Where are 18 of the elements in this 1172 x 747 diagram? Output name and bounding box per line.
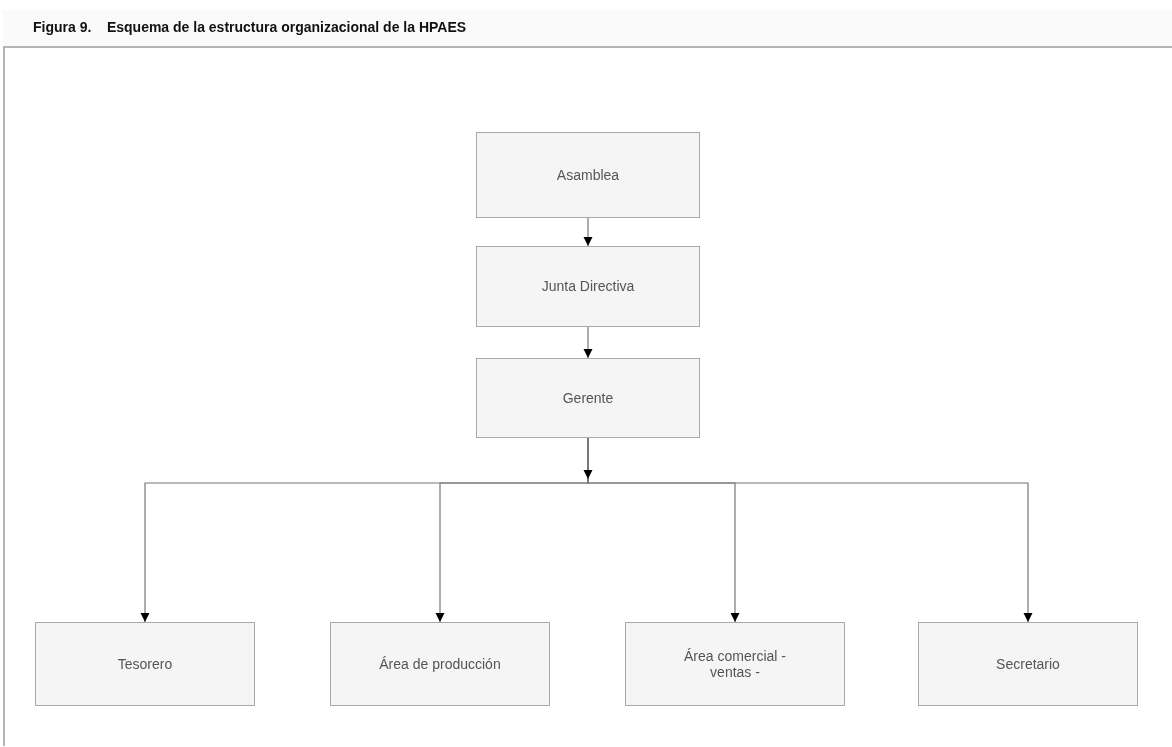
box-label: Junta Directiva xyxy=(540,278,636,295)
box-label: Secretario xyxy=(995,655,1061,673)
box-label: Gerente xyxy=(561,389,615,407)
org-box xyxy=(35,622,255,706)
box-label: Área de producción xyxy=(378,655,502,673)
figure-title: Figura 9. Esquema de la estructura organizacional de la HPAES xyxy=(33,19,467,35)
connector-arrow xyxy=(583,217,593,247)
connector-arrow xyxy=(583,326,593,359)
box-label: Tesorero xyxy=(116,655,174,673)
trunk-arrow xyxy=(583,437,593,480)
box-label: Asamblea xyxy=(555,166,621,184)
org-box xyxy=(918,622,1138,706)
org-box xyxy=(625,622,845,706)
org-box xyxy=(476,358,700,438)
box-label: Área comercial - ventas - xyxy=(683,647,787,681)
org-box xyxy=(330,622,550,706)
org-box xyxy=(476,132,700,218)
org-box xyxy=(476,246,700,327)
